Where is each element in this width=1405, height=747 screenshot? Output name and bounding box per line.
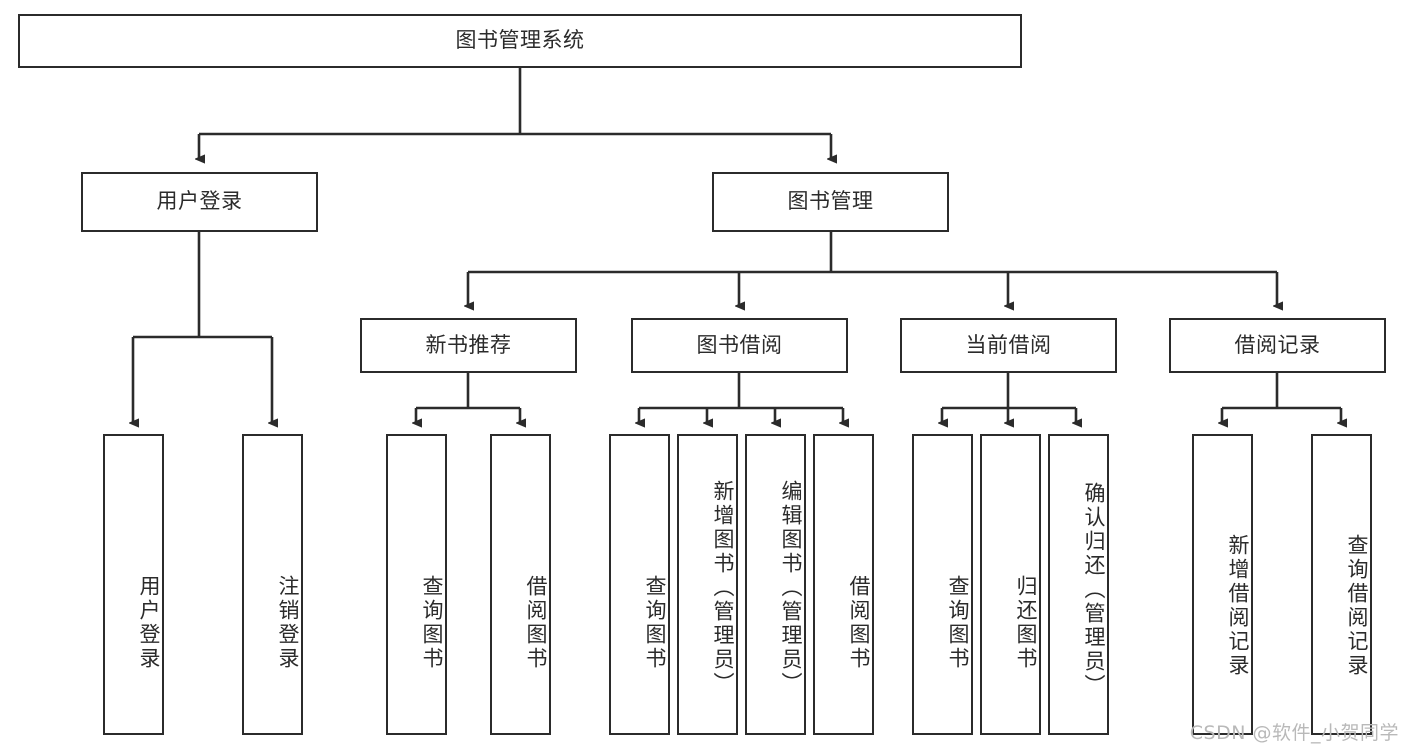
node-leaf-confirm-return[interactable]: 确认归还（管理员） bbox=[1048, 434, 1109, 735]
node-leaf-borrow-book-1[interactable]: 借阅图书 bbox=[490, 434, 551, 735]
node-leaf-query-record-label: 查询借阅记录 bbox=[1345, 533, 1369, 678]
node-root-label: 图书管理系统 bbox=[455, 28, 585, 53]
node-leaf-query-book-1-label: 查询图书 bbox=[420, 574, 444, 671]
node-leaf-user-login-label: 用户登录 bbox=[137, 574, 161, 671]
node-user-login-label: 用户登录 bbox=[156, 189, 243, 214]
node-borrow-record[interactable]: 借阅记录 bbox=[1169, 318, 1386, 373]
node-leaf-query-book-3-label: 查询图书 bbox=[946, 574, 970, 671]
node-borrow-record-label: 借阅记录 bbox=[1234, 332, 1321, 357]
node-new-book-rec-label: 新书推荐 bbox=[425, 332, 512, 357]
node-leaf-user-login[interactable]: 用户登录 bbox=[103, 434, 164, 735]
node-leaf-return-book-label: 归还图书 bbox=[1014, 574, 1038, 671]
node-leaf-borrow-book-1-label: 借阅图书 bbox=[524, 574, 548, 671]
node-leaf-add-book-label: 新增图书（管理员） bbox=[711, 479, 735, 696]
node-leaf-add-record[interactable]: 新增借阅记录 bbox=[1192, 434, 1253, 735]
node-leaf-query-book-3[interactable]: 查询图书 bbox=[912, 434, 973, 735]
node-leaf-logout[interactable]: 注销登录 bbox=[242, 434, 303, 735]
node-new-book-rec[interactable]: 新书推荐 bbox=[360, 318, 577, 373]
node-leaf-edit-book[interactable]: 编辑图书（管理员） bbox=[745, 434, 806, 735]
node-leaf-logout-label: 注销登录 bbox=[276, 574, 300, 671]
node-user-login[interactable]: 用户登录 bbox=[81, 172, 318, 232]
node-book-manage-label: 图书管理 bbox=[787, 189, 874, 214]
node-current-borrow-label: 当前借阅 bbox=[965, 332, 1052, 357]
node-leaf-add-record-label: 新增借阅记录 bbox=[1226, 533, 1250, 678]
node-leaf-borrow-book-2[interactable]: 借阅图书 bbox=[813, 434, 874, 735]
node-leaf-query-book-1[interactable]: 查询图书 bbox=[386, 434, 447, 735]
node-leaf-return-book[interactable]: 归还图书 bbox=[980, 434, 1041, 735]
node-leaf-edit-book-label: 编辑图书（管理员） bbox=[779, 479, 803, 696]
node-book-manage[interactable]: 图书管理 bbox=[712, 172, 949, 232]
node-leaf-query-book-2-label: 查询图书 bbox=[643, 574, 667, 671]
node-leaf-confirm-return-label: 确认归还（管理员） bbox=[1082, 481, 1106, 698]
node-root[interactable]: 图书管理系统 bbox=[18, 14, 1022, 68]
node-leaf-query-book-2[interactable]: 查询图书 bbox=[609, 434, 670, 735]
csdn-watermark: CSDN @软件_小贺同学 bbox=[1189, 722, 1399, 744]
node-leaf-query-record[interactable]: 查询借阅记录 bbox=[1311, 434, 1372, 735]
node-current-borrow[interactable]: 当前借阅 bbox=[900, 318, 1117, 373]
node-leaf-add-book[interactable]: 新增图书（管理员） bbox=[677, 434, 738, 735]
node-book-borrow-label: 图书借阅 bbox=[696, 332, 783, 357]
node-leaf-borrow-book-2-label: 借阅图书 bbox=[847, 574, 871, 671]
node-book-borrow[interactable]: 图书借阅 bbox=[631, 318, 848, 373]
